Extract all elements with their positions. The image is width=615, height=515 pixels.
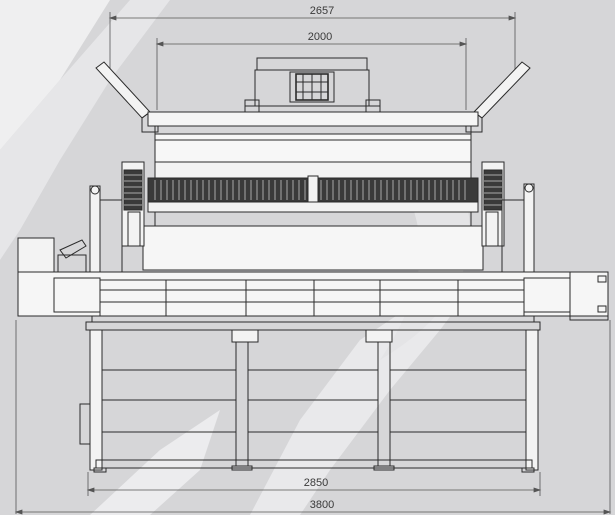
dimension-label-top-inner: 2000 <box>308 31 332 43</box>
dimension-top-inner <box>155 38 468 110</box>
dimension-bottom-overall <box>14 320 612 515</box>
dimension-label-bottom-inner: 2850 <box>304 477 328 489</box>
dimension-top-overall <box>108 12 517 70</box>
conveyor <box>17 271 609 323</box>
left-posts <box>17 185 123 273</box>
brush-bristles <box>154 180 466 200</box>
machine-drawing <box>17 57 609 473</box>
dimension-bottom-inner <box>86 472 542 496</box>
right-spring-assembly <box>481 161 505 247</box>
left-spring-assembly <box>121 161 145 247</box>
base-frame <box>79 321 541 473</box>
dimension-label-top-overall: 2657 <box>310 5 334 17</box>
upper-body <box>142 111 484 271</box>
dimension-label-bottom-overall: 3800 <box>310 499 334 511</box>
